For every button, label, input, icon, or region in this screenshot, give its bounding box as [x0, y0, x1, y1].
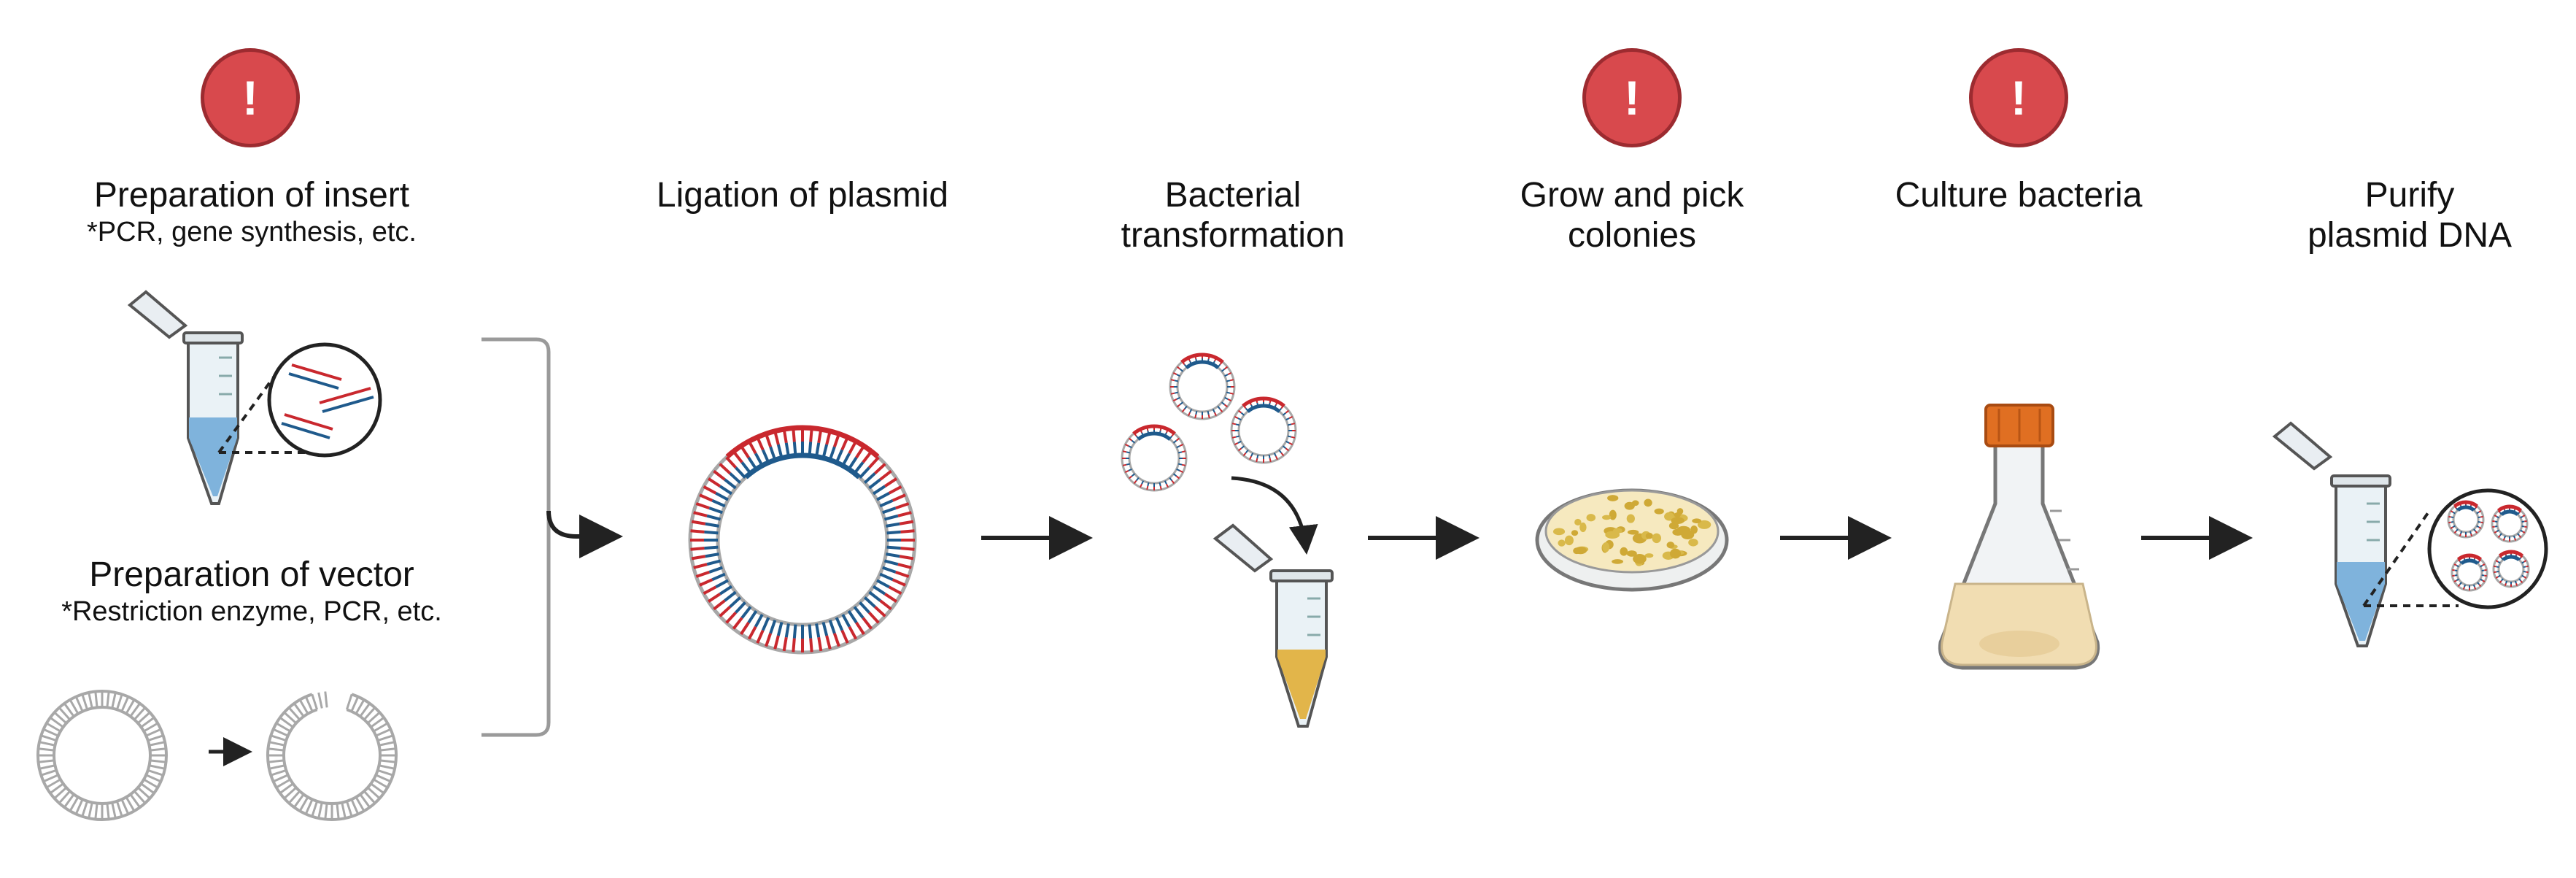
colony	[1627, 529, 1639, 535]
plasmid-icon-small-1	[1169, 353, 1236, 420]
step-transformation-label: Bacterial transformation	[1121, 175, 1345, 255]
step-colonies-title-line1: Grow and pick	[1520, 176, 1744, 215]
colony	[1688, 539, 1698, 547]
step-insert-title: Preparation of insert	[93, 176, 410, 215]
arrow-icon-to-ligation	[546, 510, 623, 558]
colony	[1645, 533, 1653, 539]
colony	[1669, 548, 1682, 559]
zoom-callout-purify	[2362, 488, 2548, 609]
erlenmeyer-flask-icon	[1938, 404, 2100, 670]
colony	[1573, 547, 1581, 555]
colony	[1644, 553, 1654, 558]
step-purify-title-line2: plasmid DNA	[2307, 216, 2513, 255]
plasmid-icon-purified-3	[2451, 553, 2488, 592]
plasmid-icon-small-2	[1121, 424, 1188, 492]
colony	[1558, 539, 1566, 547]
colony	[1612, 559, 1624, 564]
plasmid-icon-purified-1	[2447, 500, 2485, 539]
colony	[1644, 498, 1652, 507]
step-purify-label: Purify plasmid DNA	[2308, 175, 2512, 255]
colony	[1602, 542, 1610, 552]
colony	[1607, 495, 1619, 501]
microcentrifuge-tube-icon-transformation	[1212, 523, 1334, 728]
colony	[1664, 512, 1675, 521]
plasmid-icon-purified-4	[2492, 550, 2530, 588]
step-culture-label: Culture bacteria	[1895, 175, 2143, 215]
step-transformation-title-line1: Bacterial	[1164, 176, 1301, 215]
colony	[1626, 550, 1637, 557]
plasmid-icon-purified-2	[2491, 504, 2529, 543]
colony	[1552, 528, 1566, 536]
colony	[1697, 520, 1711, 529]
arrow-icon-into-cells	[1231, 476, 1318, 555]
colony	[1564, 535, 1574, 546]
step-vector-subtitle: *Restriction enzyme, PCR, etc.	[61, 596, 442, 628]
colony	[1652, 533, 1661, 544]
step-insert-label: Preparation of insert *PCR, gene synthes…	[87, 175, 417, 249]
colony	[1624, 501, 1635, 510]
step-purify-title-line1: Purify	[2364, 176, 2455, 215]
microcentrifuge-tube-icon-purify	[2272, 421, 2391, 647]
colony	[1579, 522, 1587, 533]
step-culture-title: Culture bacteria	[1895, 176, 2143, 215]
microcentrifuge-tube-icon-insert	[127, 290, 244, 505]
bracket-merge	[481, 337, 551, 737]
zoom-callout-insert	[217, 342, 382, 458]
colony	[1620, 547, 1628, 556]
plasmid-icon-vector-intact	[36, 690, 168, 821]
plasmid-icon-small-3	[1230, 396, 1297, 464]
step-transformation-title-line2: transformation	[1121, 216, 1345, 255]
colony	[1574, 518, 1582, 526]
colony	[1681, 530, 1695, 540]
step-vector-label: Preparation of vector *Restriction enzym…	[61, 555, 442, 628]
alert-icon-insert: !	[201, 48, 300, 147]
bacterial-colonies	[1552, 495, 1711, 566]
petri-dish-icon	[1535, 488, 1729, 592]
alert-icon-colonies: !	[1582, 48, 1682, 147]
colony	[1613, 528, 1622, 534]
colony	[1671, 517, 1685, 525]
step-ligation-label: Ligation of plasmid	[657, 175, 948, 215]
step-colonies-title-line2: colonies	[1567, 216, 1697, 255]
step-vector-title: Preparation of vector	[89, 555, 414, 594]
plasmid-icon-vector-cut	[266, 691, 398, 821]
step-insert-subtitle: *PCR, gene synthesis, etc.	[87, 217, 417, 248]
colony	[1690, 525, 1698, 534]
colony	[1674, 512, 1681, 518]
colony	[1586, 514, 1596, 522]
alert-icon-culture: !	[1969, 48, 2068, 147]
colony	[1633, 553, 1647, 564]
colony	[1601, 515, 1612, 520]
step-colonies-label: Grow and pick colonies	[1520, 175, 1744, 255]
step-ligation-title: Ligation of plasmid	[656, 176, 949, 215]
colony	[1571, 530, 1579, 536]
dna-fragment-icon	[281, 363, 374, 439]
colony	[1666, 542, 1675, 549]
colony	[1626, 514, 1635, 523]
colony	[1654, 508, 1664, 515]
colony	[1692, 518, 1702, 524]
plasmid-icon-ligated	[688, 425, 917, 655]
